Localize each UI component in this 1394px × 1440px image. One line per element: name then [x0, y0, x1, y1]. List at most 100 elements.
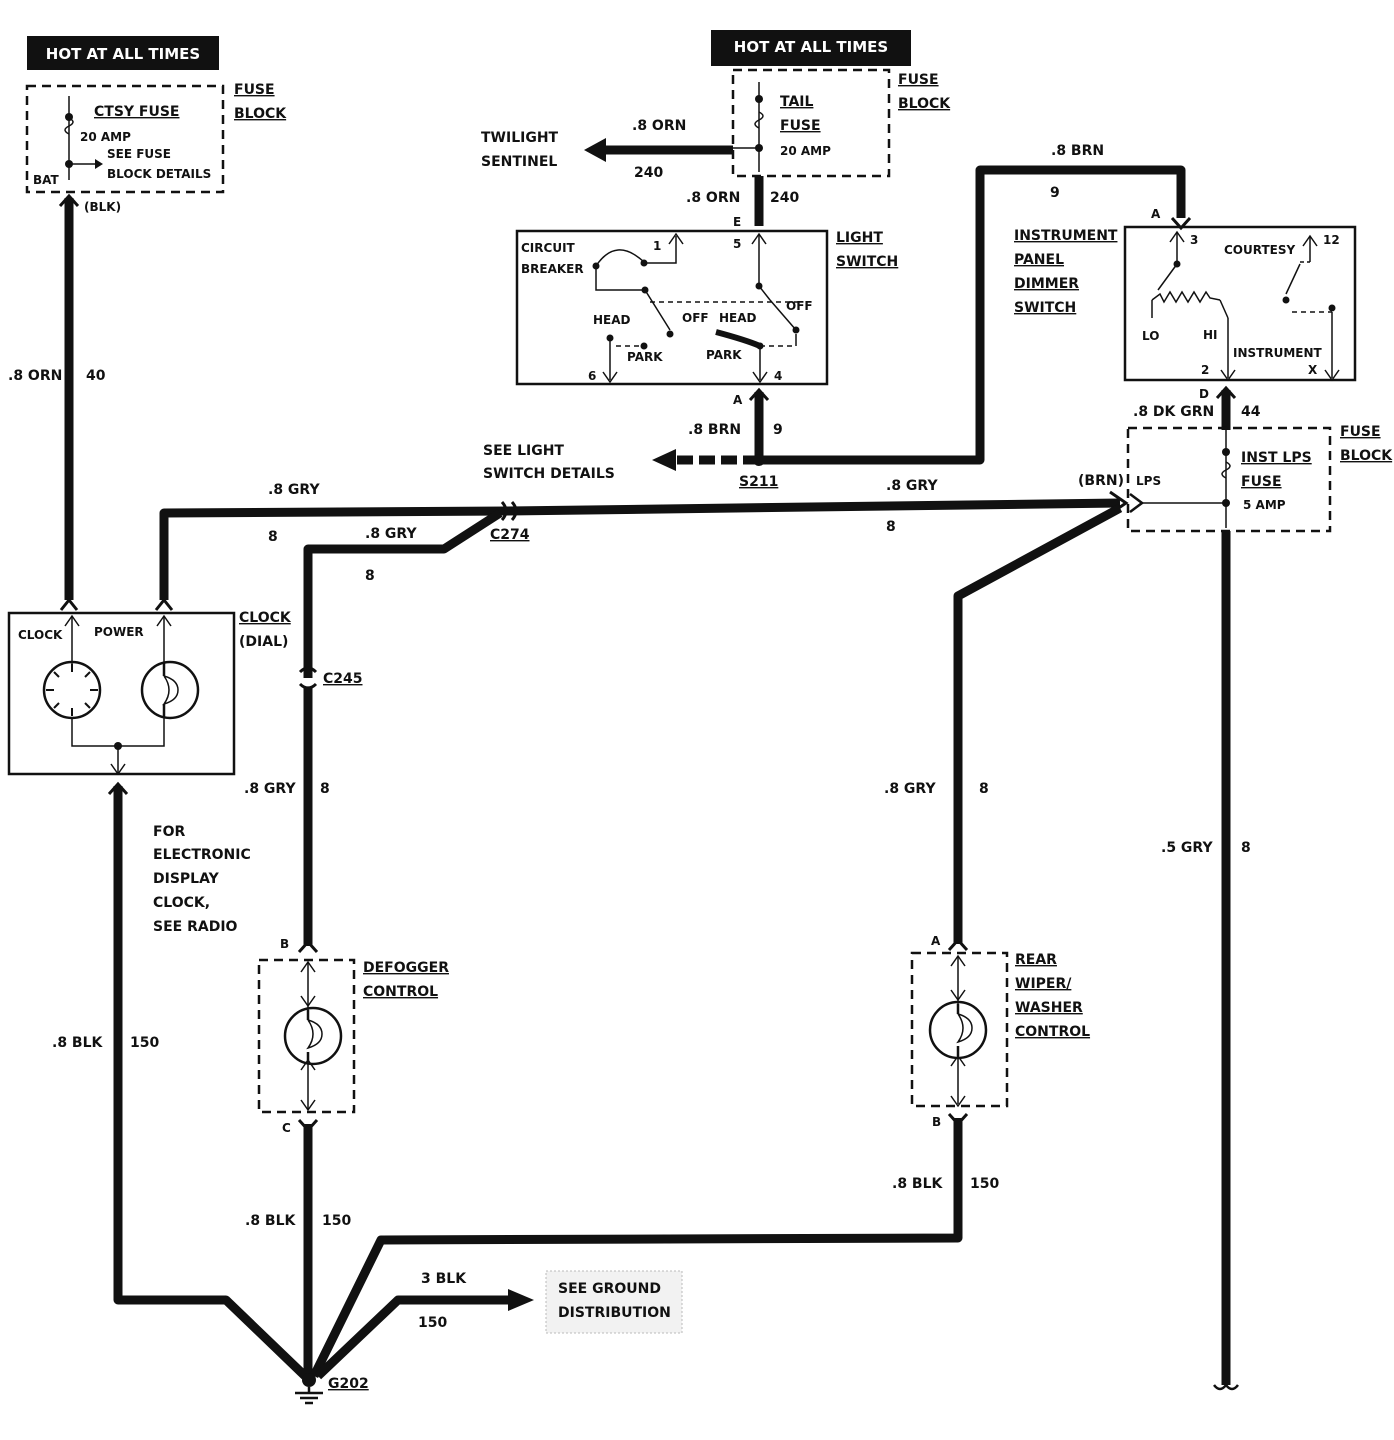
wire-blk-clock-ground: .8 BLK 150: [52, 781, 309, 1380]
wire-brn-9-down: .8 BRN 9 S211: [688, 387, 783, 490]
svg-text:POWER: POWER: [94, 625, 144, 639]
svg-text:8: 8: [320, 781, 330, 797]
svg-text:BLOCK DETAILS: BLOCK DETAILS: [107, 167, 211, 181]
defogger-control: DEFOGGER CONTROL B C: [257, 937, 449, 1135]
svg-text:4: 4: [774, 369, 782, 383]
svg-text:3 BLK: 3 BLK: [421, 1271, 467, 1287]
lamp-icon: [283, 1006, 343, 1066]
svg-text:BREAKER: BREAKER: [521, 262, 584, 276]
svg-text:DISPLAY: DISPLAY: [153, 871, 220, 887]
svg-text:BAT: BAT: [33, 173, 60, 187]
hot-at-all-times-left: HOT AT ALL TIMES: [27, 36, 219, 70]
svg-text:A: A: [931, 934, 941, 948]
svg-text:HEAD: HEAD: [593, 313, 631, 327]
svg-text:PANEL: PANEL: [1014, 252, 1064, 268]
svg-text:SENTINEL: SENTINEL: [481, 154, 557, 170]
svg-text:FUSE: FUSE: [780, 118, 821, 134]
wire-gry-trunk: .8 GRY 8 .8 GRY 8 C274: [159, 478, 1129, 600]
svg-text:.8 BRN: .8 BRN: [688, 422, 741, 438]
wire-blk-ground-distribution: 3 BLK 150 SEE GROUND DISTRIBUTION: [314, 1270, 683, 1380]
electronic-clock-note: FOR ELECTRONIC DISPLAY CLOCK, SEE RADIO: [153, 824, 251, 935]
svg-text:.8 GRY: .8 GRY: [268, 482, 320, 498]
wire-gry-to-rear-wiper: .8 GRY 8: [884, 504, 1123, 944]
svg-text:FUSE: FUSE: [898, 72, 939, 88]
svg-text:FUSE: FUSE: [1340, 424, 1381, 440]
svg-text:.8 ORN: .8 ORN: [8, 368, 62, 384]
svg-text:G202: G202: [328, 1376, 369, 1392]
svg-text:2: 2: [1201, 363, 1209, 377]
svg-text:CLOCK: CLOCK: [239, 610, 292, 626]
connector-c245: C245: [323, 671, 363, 687]
svg-text:REAR: REAR: [1015, 952, 1057, 968]
svg-text:.8 GRY: .8 GRY: [886, 478, 938, 494]
svg-text:LPS: LPS: [1136, 474, 1161, 488]
wire-blk-rear-wiper-ground: .8 BLK 150: [309, 1118, 999, 1378]
svg-text:A: A: [1151, 207, 1161, 221]
svg-text:3: 3: [1190, 233, 1198, 247]
svg-text:PARK: PARK: [627, 350, 663, 364]
svg-text:.8 GRY: .8 GRY: [244, 781, 296, 797]
svg-text:.8 BLK: .8 BLK: [245, 1213, 297, 1229]
light-switch: LIGHT SWITCH E A CIRCUIT BREAKER 1 5 OFF…: [515, 215, 898, 407]
fuse-block-left: FUSE BLOCK CTSY FUSE 20 AMP SEE FUSE BLO…: [25, 82, 287, 214]
svg-text:FOR: FOR: [153, 824, 185, 840]
svg-text:150: 150: [130, 1035, 159, 1051]
wire-dk-grn-44: D .8 DK GRN 44: [1133, 385, 1261, 430]
svg-text:COURTESY: COURTESY: [1224, 243, 1295, 257]
arrow-left-icon: [584, 138, 606, 162]
svg-text:1: 1: [653, 239, 661, 253]
svg-text:CLOCK: CLOCK: [18, 628, 63, 642]
svg-text:CONTROL: CONTROL: [363, 984, 438, 1000]
wire-see-light-switch: SEE LIGHT SWITCH DETAILS: [483, 443, 759, 482]
fuse-block-right: FUSE BLOCK INST LPS FUSE 5 AMP LPS (BRN): [1078, 424, 1393, 533]
svg-text:BLOCK: BLOCK: [1340, 448, 1393, 464]
svg-text:240: 240: [634, 165, 663, 181]
svg-text:20 AMP: 20 AMP: [780, 144, 831, 158]
svg-text:E: E: [733, 215, 741, 229]
svg-text:.8 DK GRN: .8 DK GRN: [1133, 404, 1214, 420]
svg-text:INSTRUMENT: INSTRUMENT: [1233, 346, 1323, 360]
svg-text:TWILIGHT: TWILIGHT: [481, 130, 559, 146]
svg-text:SWITCH DETAILS: SWITCH DETAILS: [483, 466, 615, 482]
svg-text:(DIAL): (DIAL): [239, 634, 288, 650]
svg-text:.5 GRY: .5 GRY: [1161, 840, 1213, 856]
clock-dial: CLOCK (DIAL) CLOCK POWER: [7, 597, 292, 776]
svg-text:150: 150: [418, 1315, 447, 1331]
svg-text:.8 BLK: .8 BLK: [892, 1176, 944, 1192]
svg-text:HOT AT ALL TIMES: HOT AT ALL TIMES: [46, 45, 200, 63]
svg-text:PARK: PARK: [706, 348, 742, 362]
svg-text:.8 GRY: .8 GRY: [365, 526, 417, 542]
svg-text:DISTRIBUTION: DISTRIBUTION: [558, 1305, 671, 1321]
svg-text:A: A: [733, 393, 743, 407]
svg-text:240: 240: [770, 190, 799, 206]
fuse-icon: [754, 111, 764, 129]
svg-text:LIGHT: LIGHT: [836, 230, 883, 246]
svg-text:8: 8: [1241, 840, 1251, 856]
fuse-icon: [64, 117, 74, 135]
svg-text:TAIL: TAIL: [780, 94, 814, 110]
svg-text:BLOCK: BLOCK: [898, 96, 951, 112]
svg-text:.8 ORN: .8 ORN: [686, 190, 740, 206]
svg-text:8: 8: [886, 519, 896, 535]
svg-text:5: 5: [733, 237, 741, 251]
svg-text:FUSE: FUSE: [1241, 474, 1282, 490]
svg-text:8: 8: [979, 781, 989, 797]
svg-text:12: 12: [1323, 233, 1340, 247]
svg-text:(BRN): (BRN): [1078, 473, 1124, 489]
svg-text:HEAD: HEAD: [719, 311, 757, 325]
svg-text:(BLK): (BLK): [84, 200, 121, 214]
svg-text:DIMMER: DIMMER: [1014, 276, 1079, 292]
svg-text:D: D: [1199, 387, 1209, 401]
svg-text:20 AMP: 20 AMP: [80, 130, 131, 144]
svg-text:9: 9: [773, 422, 783, 438]
wire-to-twilight: TWILIGHT SENTINEL .8 ORN 240: [481, 118, 733, 181]
svg-text:CLOCK,: CLOCK,: [153, 895, 210, 911]
svg-text:9: 9: [1050, 185, 1060, 201]
svg-text:CIRCUIT: CIRCUIT: [521, 241, 576, 255]
svg-text:OFF: OFF: [786, 299, 813, 313]
svg-text:CONTROL: CONTROL: [1015, 1024, 1090, 1040]
svg-text:WIPER/: WIPER/: [1015, 976, 1072, 992]
splice-s211: S211: [739, 474, 778, 490]
wire-gry-far-right: .5 GRY 8: [1161, 531, 1251, 1391]
connector-c274: C274: [490, 527, 530, 543]
